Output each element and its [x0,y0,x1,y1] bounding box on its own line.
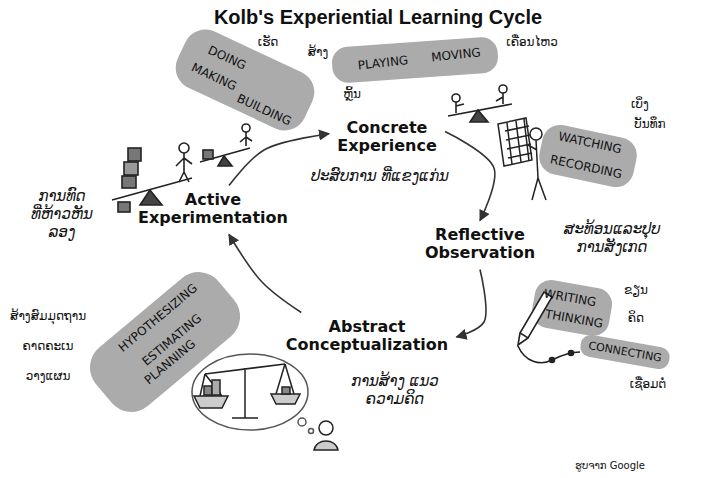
stage-translation: ປະສົບການ ທີ່ແຂງແກ່ນ [311,167,449,185]
thinker-sketch [314,421,338,450]
lao-translation: ຫຼິ້ນ [343,87,361,101]
thought-scale-sketch-part [194,396,228,408]
thought-scale-sketch-part [282,387,290,394]
text-line: Concrete [336,119,438,137]
thought-scale-sketch-part [298,418,306,426]
stage-translation: ການທົດ ທີ່ຫ້າວຫັນ ລອງ [31,187,93,241]
playground-seesaw-sketch-part [456,102,464,113]
playground-seesaw-sketch [448,85,512,122]
observer-sketch-part [530,128,542,140]
seesaw-blocks-sketch-part [240,132,252,146]
observer-sketch-part [505,119,532,164]
seesaw-blocks-sketch-part [176,153,192,182]
stage-label: Concrete Experience [332,117,442,160]
seesaw-blocks-sketch-part [128,148,141,161]
thought-scale-sketch-part [212,380,220,395]
text-line: ທີ່ຫ້າວຫັນ [31,205,93,223]
text-line: ການສັງເກດ [564,238,660,256]
thought-scale-sketch [192,354,314,434]
lao-translation: ຄາດຄະເນ [22,339,73,353]
highlight-blob-part [579,333,671,370]
lao-translation: ຂຽນ [624,283,648,297]
pencil-sketch-part [518,333,528,345]
text-line: Experience [336,137,438,155]
text-line: Observation [424,244,537,262]
lao-translation: ຄິດ [628,311,644,325]
stage-label: Active Experimentation [133,189,293,232]
seesaw-blocks-sketch-part [203,150,213,159]
pencil-sketch-part [550,358,555,363]
image-credit: ຮູບຈາກ Google [575,460,645,472]
text-line: Active [137,191,289,209]
lao-translation: ເບິ່ງ [631,97,649,111]
playground-seesaw-sketch-part [470,110,488,122]
text-line: Experimentation [137,209,289,227]
text-line: ການທົດ [31,187,93,205]
thought-scale-sketch-part [192,354,308,430]
seesaw-blocks-sketch-part [122,176,136,188]
stage-label: Abstract Conceptualization [281,316,454,359]
thinker-sketch-part [314,441,338,450]
lao-translation: ວາງແຜນ [26,369,71,383]
playground-seesaw-sketch-part [499,85,507,93]
observer-sketch-part [528,140,546,200]
cycle-arrow [457,270,486,338]
text-line: ຄວາມຄິດ [351,390,439,408]
seesaw-blocks-sketch-part [179,143,189,153]
cycle-arrow [229,235,301,313]
playground-seesaw-sketch-part [452,94,460,102]
lao-translation: ບັນທຶກ [634,117,665,131]
lao-translation: ສ້າງສົມມຸດຖານ [10,309,86,323]
lao-translation: ເຊື່ອມຕໍ່ [630,377,666,391]
text-line: ລອງ [31,223,93,241]
stage-name: Abstract Conceptualization [285,318,450,355]
text-line: Abstract [285,318,450,336]
thought-scale-sketch-part [200,364,294,396]
stage-name: Active Experimentation [137,191,289,228]
highlight-blob-part [79,261,250,422]
highlight-blob-part [536,122,640,191]
playground-seesaw-sketch-part [496,93,503,104]
thought-scale-sketch-part [204,386,212,395]
text-line: Conceptualization [285,336,450,354]
highlight-blob-part [168,22,321,137]
text-line: ການສ້າງ ແນວ [351,372,439,390]
observer-sketch [498,118,546,200]
lao-translation: ເຮັດ [258,35,279,49]
stage-name: Concrete Experience [336,119,438,156]
pencil-sketch-part [518,346,580,363]
highlight-blob [79,22,671,422]
thought-scale-sketch-part [205,364,285,418]
pencil-sketch-part [569,351,574,356]
thought-scale-sketch-part [309,429,314,434]
lao-translation: ເຄື່ອນໄຫວ [506,35,558,49]
lao-translation: ສ້າງ [308,45,329,59]
seesaw-blocks-sketch-part [118,202,130,212]
text-line: Reflective [424,226,537,244]
seesaw-blocks-sketch-part [140,190,162,205]
thought-scale-sketch-part [271,394,300,404]
cycle-arrow [445,132,495,221]
diagram-title: Kolb's Experiential Learning Cycle [214,5,542,29]
thinker-sketch-part [319,421,333,435]
seesaw-blocks-sketch-part [218,156,232,166]
seesaw-blocks-sketch-part [124,162,138,175]
highlight-blob-part [331,36,499,83]
stage-name: Reflective Observation [424,226,537,263]
text-line: ສະທ້ອນແລະປຸບ [564,220,660,238]
stage-label: Reflective Observation [420,224,541,267]
seesaw-blocks-sketch-part [242,124,250,132]
stage-translation: ການສ້າງ ແນວ ຄວາມຄິດ [351,372,439,408]
observer-sketch-part [498,118,532,166]
stage-translation: ສະທ້ອນແລະປຸບ ການສັງເກດ [564,220,660,256]
